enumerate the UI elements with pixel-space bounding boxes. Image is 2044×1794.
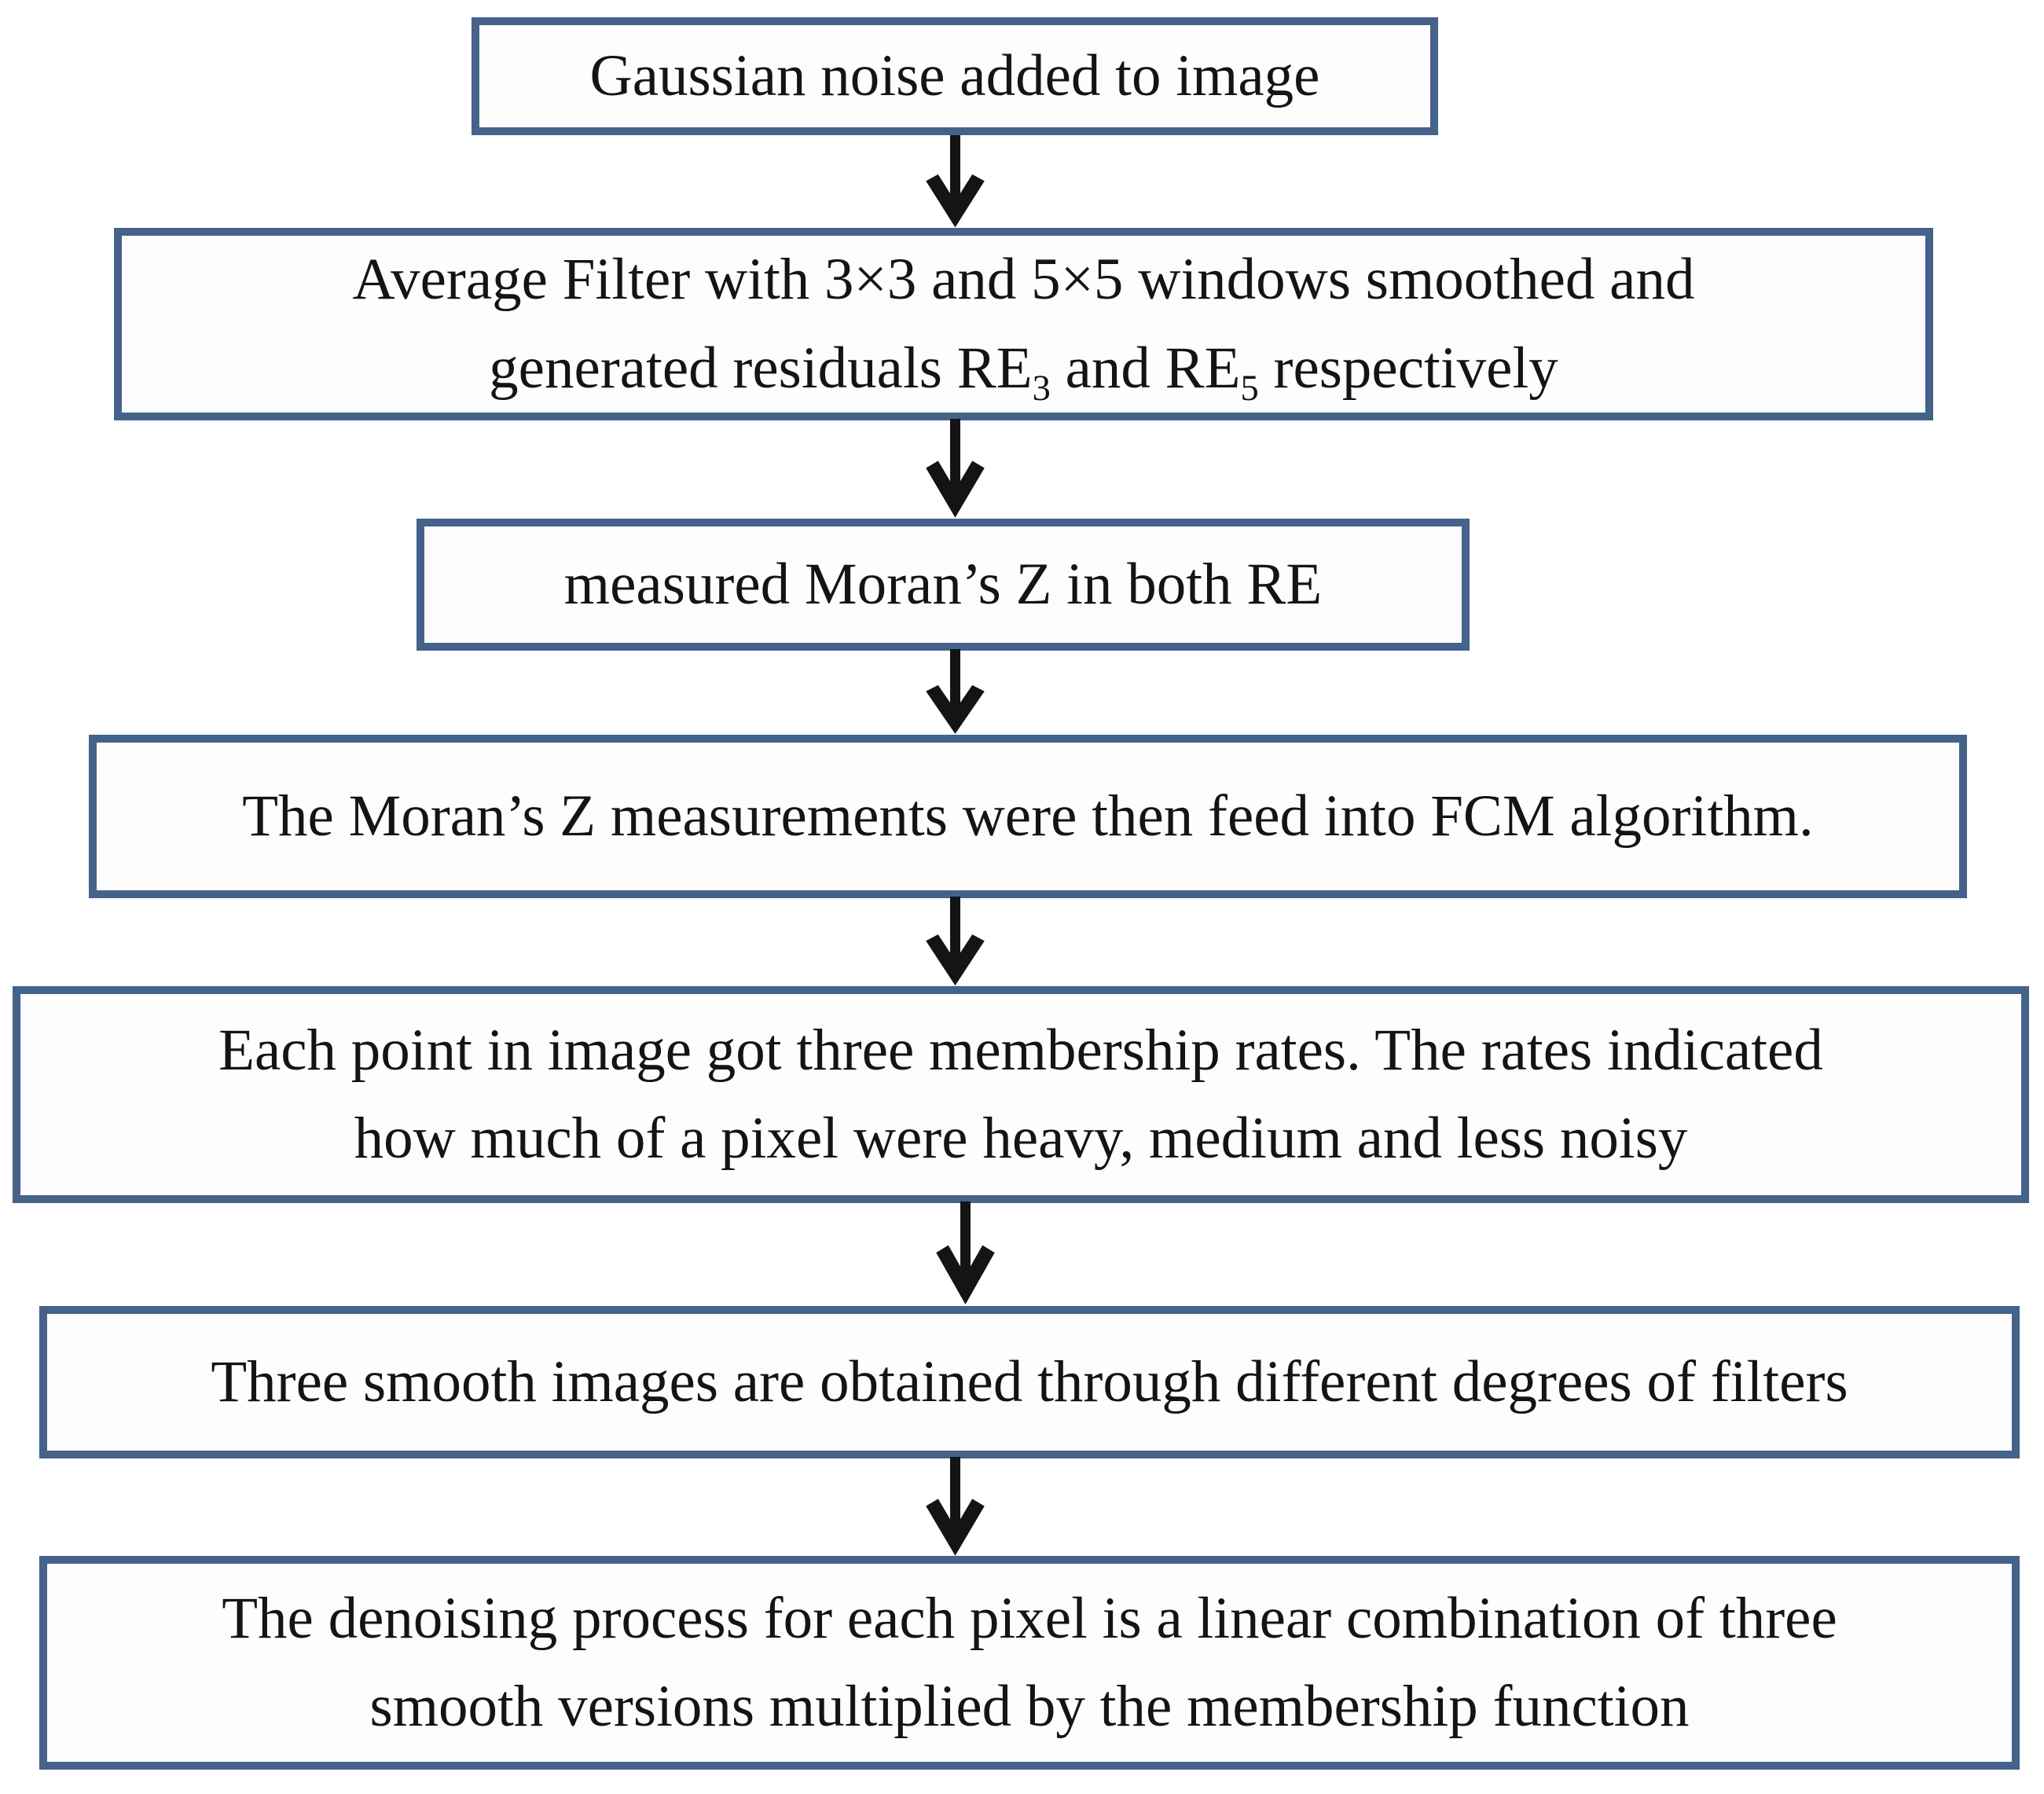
flow-step-text: Average Filter with 3×3 and 5×5 windows …: [352, 247, 1695, 312]
flow-step-text: measured Moran’s Z in both RE: [563, 551, 1323, 617]
down-arrow-icon: [926, 1457, 985, 1556]
residual-text: generated residuals RE: [489, 335, 1033, 401]
flow-step-text: The Moran’s Z measurements were then fee…: [242, 783, 1814, 849]
down-arrow-icon: [926, 135, 985, 228]
down-arrow-icon: [926, 419, 985, 518]
flow-step-text: Each point in image got three membership…: [218, 1017, 1823, 1083]
residual-text: and RE: [1050, 335, 1241, 401]
residual-text: respectively: [1258, 335, 1558, 401]
flow-step-three-smooth-images: Three smooth images are obtained through…: [39, 1306, 2020, 1458]
flow-step-text: generated residuals RE3 and RE5 respecti…: [489, 325, 1558, 413]
flow-step-feed-into-fcm: The Moran’s Z measurements were then fee…: [89, 735, 1967, 898]
down-arrow-icon: [926, 649, 985, 734]
flow-step-text: Three smooth images are obtained through…: [211, 1348, 1848, 1414]
residual-subscript-3: 3: [1032, 368, 1051, 409]
flow-step-add-gaussian-noise: Gaussian noise added to image: [472, 17, 1438, 135]
flow-step-measure-morans-z: measured Moran’s Z in both RE: [417, 519, 1470, 651]
down-arrow-icon: [936, 1202, 995, 1304]
flow-step-average-filter-residuals: Average Filter with 3×3 and 5×5 windows …: [114, 228, 1933, 420]
flow-step-text: how much of a pixel were heavy, medium a…: [354, 1106, 1688, 1171]
flow-step-text: smooth versions multiplied by the member…: [369, 1674, 1690, 1739]
flow-step-membership-rates: Each point in image got three membership…: [13, 986, 2029, 1203]
flow-step-denoising-linear-combination: The denoising process for each pixel is …: [39, 1556, 2020, 1770]
down-arrow-icon: [926, 897, 985, 986]
residual-subscript-5: 5: [1240, 368, 1259, 409]
flow-step-text: The denoising process for each pixel is …: [222, 1585, 1837, 1651]
flow-step-text: Gaussian noise added to image: [589, 42, 1320, 108]
